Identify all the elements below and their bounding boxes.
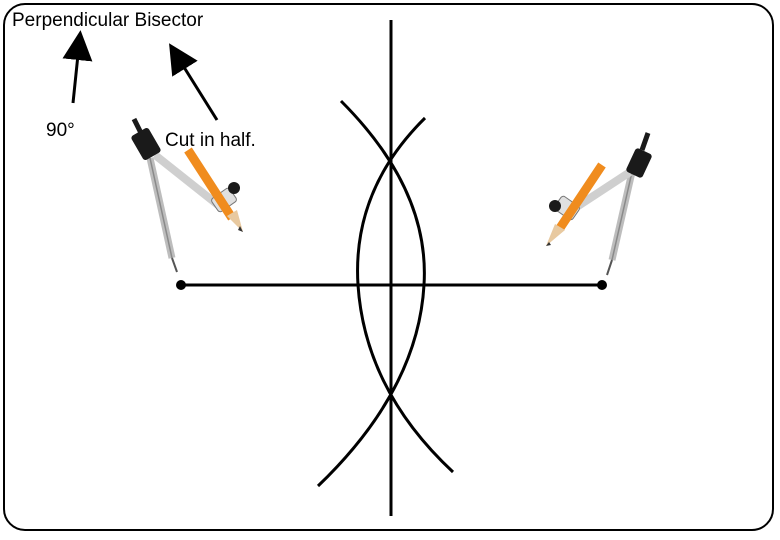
arrow-diagonal-icon [169, 43, 219, 121]
pencil-icon [184, 147, 243, 232]
compass-left-icon [131, 117, 243, 273]
cut-in-half-label: Cut in half. [165, 130, 256, 151]
arrow-up-icon [62, 30, 93, 104]
endpoint-b [597, 280, 607, 290]
diagram-title: Perpendicular Bisector [12, 10, 204, 31]
compass-right-icon [546, 132, 652, 276]
arc-left-center [356, 116, 455, 474]
endpoint-a [176, 280, 186, 290]
diagram-frame [3, 3, 774, 531]
arc-right-center [316, 99, 426, 488]
pencil-icon [546, 162, 606, 246]
right-angle-label: 90° [46, 120, 75, 141]
